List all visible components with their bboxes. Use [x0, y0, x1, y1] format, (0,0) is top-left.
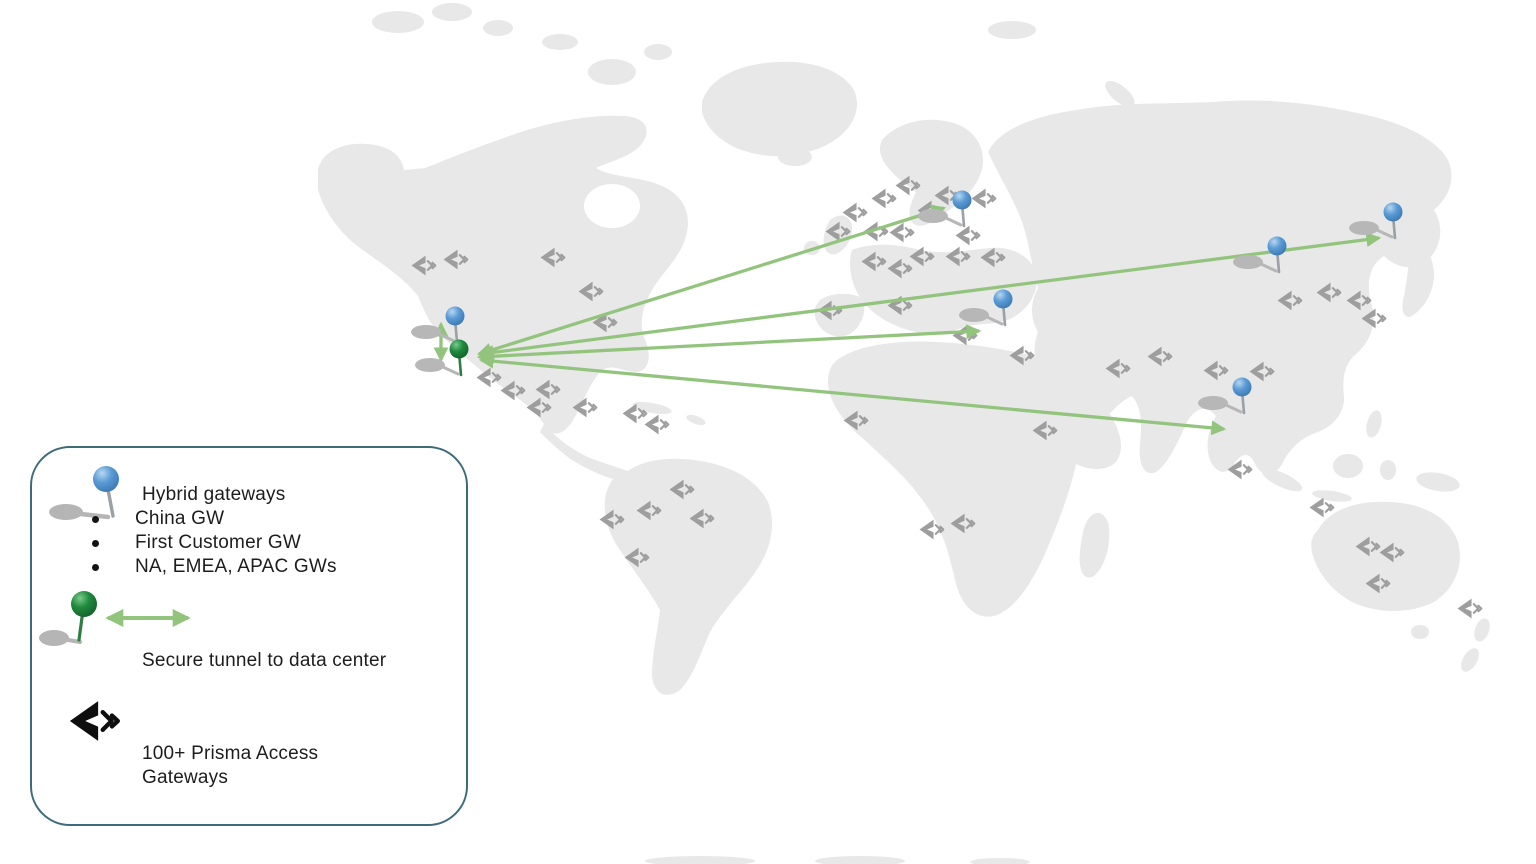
new-guinea [1416, 472, 1460, 492]
japan [1402, 240, 1434, 317]
tasmania [1411, 625, 1429, 639]
hybrid-bullet-china-gw: China GW [92, 508, 224, 530]
secure-tunnels-layer [433, 204, 1382, 436]
antarctica-edge [645, 856, 755, 864]
secure-tunnel-arrow [478, 232, 1382, 360]
world-map-silhouette [318, 3, 1490, 864]
secure-tunnel-label: Secure tunnel to data center [142, 650, 387, 671]
hudson-bay [584, 184, 640, 228]
bullet-label: China GW [135, 508, 225, 529]
bullet-label: First Customer GW [135, 532, 301, 553]
hybrid-pin-far-east [1349, 202, 1403, 240]
hybrid-bullet-first-customer-gw: First Customer GW [92, 532, 301, 554]
arctic-island [644, 44, 672, 60]
prisma-gateways-label: 100+ Prisma Access Gateways [142, 742, 318, 790]
iceland [778, 148, 812, 166]
antarctica-edge [815, 856, 905, 864]
arctic-island [372, 11, 424, 33]
hybrid-pin-north-america-west [411, 306, 465, 344]
new-zealand-south [1461, 648, 1479, 672]
borneo [1333, 454, 1363, 478]
iberia [814, 293, 865, 337]
sumatra [1261, 468, 1303, 492]
prisma-gateway-icon [970, 187, 997, 210]
prisma-gateway-icon [954, 224, 981, 247]
gateway-pins-layer [411, 190, 1403, 415]
central-america [540, 424, 630, 482]
prisma-gateways-label-line2: Gateways [142, 767, 229, 788]
arctic-island [483, 20, 513, 36]
bullet-dot [92, 563, 99, 571]
hybrid-gateways-label: Hybrid gateways [142, 484, 286, 505]
new-zealand-north [1474, 618, 1490, 642]
prisma-gateway-icon [643, 413, 670, 436]
continent-asia [988, 100, 1452, 475]
sulawesi [1380, 460, 1396, 480]
antarctica-edge [970, 858, 1030, 864]
continent-greenland [702, 61, 858, 157]
continent-north-america [318, 115, 688, 434]
hybrid-pin-south-china [1198, 377, 1252, 415]
hybrid-pin-east-europe [959, 289, 1013, 327]
arctic-island [432, 3, 472, 21]
continent-south-america [604, 458, 773, 695]
arctic-island [542, 34, 578, 50]
prisma-access-icon [66, 698, 124, 744]
java [1312, 490, 1352, 502]
legend-panel: Hybrid gateways China GW First Customer … [30, 446, 468, 826]
prisma-gateway-icon [1456, 597, 1483, 620]
datacenter-pin [415, 339, 469, 377]
hybrid-pin-north-europe [918, 190, 972, 228]
datacenter-pin-icon [39, 591, 191, 646]
secure-tunnel-arrow [478, 353, 1227, 436]
philippines [1366, 410, 1382, 438]
madagascar [1079, 512, 1110, 578]
hybrid-pin-central-russia [1233, 236, 1287, 274]
prisma-gateway-icon [870, 187, 897, 210]
caribbean-island [686, 414, 706, 426]
bullet-label: NA, EMEA, APAC GWs [135, 556, 337, 577]
caribbean-island [632, 401, 672, 415]
hybrid-bullet-regional-gws: NA, EMEA, APAC GWs [92, 556, 337, 578]
bullet-dot [92, 539, 99, 547]
prisma-gateways-label-line1: 100+ Prisma Access [142, 743, 319, 764]
hybrid-gateway-pin-icon [49, 466, 119, 520]
arctic-island [588, 59, 636, 85]
arctic-island [1105, 80, 1135, 108]
bullet-dot [92, 515, 99, 523]
arctic-island [988, 21, 1036, 39]
